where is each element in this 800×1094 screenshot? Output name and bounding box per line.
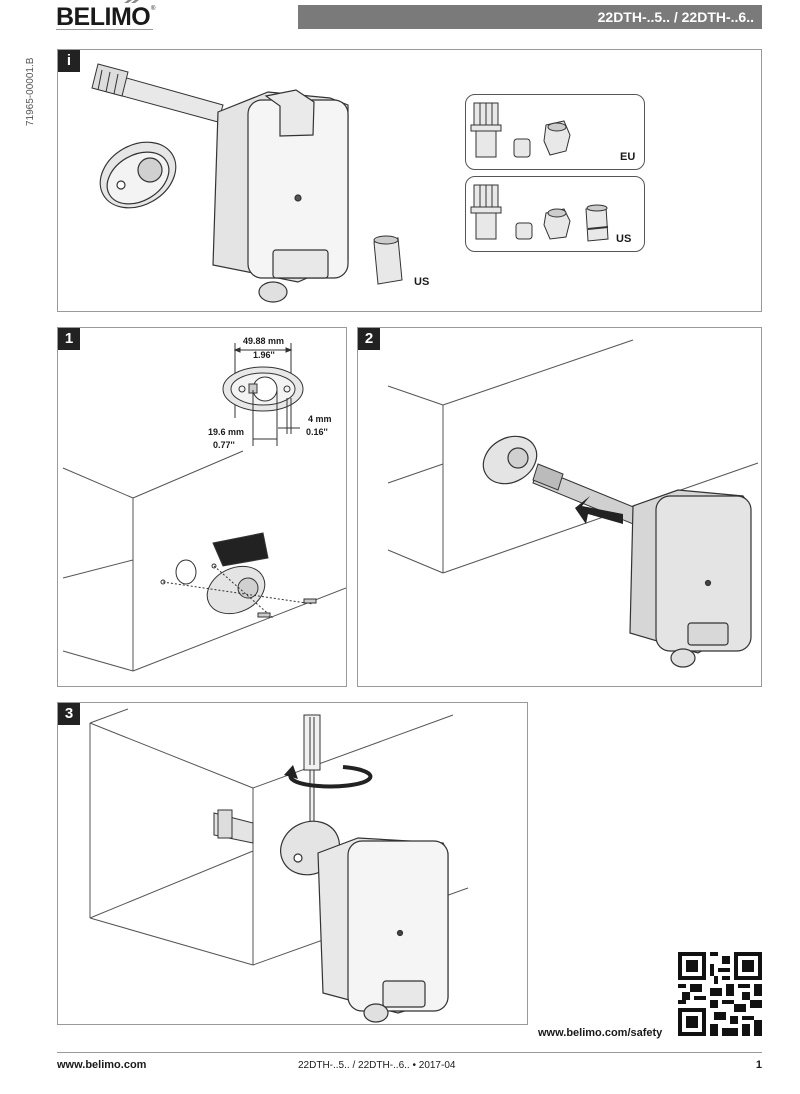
belimo-logo: BELIMO ® [56, 4, 156, 30]
panel-badge-step-3: 3 [58, 703, 80, 725]
sensor-probe-icon [213, 809, 254, 844]
sensor-housing-icon [212, 89, 349, 303]
kit-eu-label: EU [620, 151, 636, 163]
footer-divider [57, 1052, 762, 1053]
dimension-width-in: 1.96'' [253, 350, 275, 360]
dimension-hole-mm: 19.6 mm [208, 427, 245, 437]
logo-swoosh-icon [124, 0, 139, 3]
flange-dimension-drawing-icon [222, 343, 304, 446]
eu-fitting-parts-icon [470, 102, 571, 158]
us-adapter-icon [373, 235, 403, 285]
us-adapter-label: US [414, 276, 430, 288]
flange-with-screws-icon [160, 532, 317, 619]
sensor-housing-icon [629, 489, 752, 668]
header-bar: 22DTH-..5.. / 22DTH-..6.. [298, 5, 762, 29]
panel-badge-step-1: 1 [58, 328, 80, 350]
sensor-overview-illustration [91, 63, 403, 303]
mounting-flange-icon [99, 141, 177, 209]
screwdriver-icon [303, 714, 321, 826]
probe-insertion-illustration [387, 339, 759, 668]
air-duct-icon [62, 450, 346, 672]
panel-step-1: 1 49.88 mm 1.96'' 19.6 mm 0.77'' 4 mm 0.… [57, 327, 347, 687]
us-fitting-parts-icon [470, 184, 609, 242]
sensor-housing-icon [317, 837, 449, 1023]
mounting-flange-icon [482, 435, 538, 485]
footer-document-reference: 22DTH-..5.. / 22DTH-..6.. • 2017-04 [298, 1060, 456, 1071]
qr-code-icon[interactable] [678, 952, 762, 1036]
product-title: 22DTH-..5.. / 22DTH-..6.. [597, 9, 754, 25]
flange-mounting-illustration [62, 343, 346, 672]
dimension-hole-in: 0.77'' [213, 440, 235, 450]
kit-us-label: US [616, 233, 632, 245]
panel-badge-info: i [58, 50, 80, 72]
safety-link[interactable]: www.belimo.com/safety [538, 1027, 663, 1039]
accessory-kit-eu: EU [465, 94, 645, 170]
panel-step-3: 3 [57, 702, 528, 1025]
panel-info: i EU US US [57, 49, 762, 312]
registered-mark: ® [151, 6, 156, 12]
brand-name: BELIMO [56, 3, 151, 31]
rotate-arrow-icon [284, 765, 373, 789]
panel-step-2: 2 [357, 327, 762, 687]
document-code: 71965-00001.B [25, 57, 36, 126]
footer-website-link[interactable]: www.belimo.com [57, 1059, 147, 1071]
insert-arrow-icon [575, 496, 623, 524]
air-duct-icon [387, 339, 759, 574]
sensor-probe-icon [91, 63, 224, 123]
dimension-screw-mm: 4 mm [308, 414, 332, 424]
sensor-probe-icon [532, 463, 649, 529]
flange-tightening-illustration [89, 708, 469, 1023]
logo-underline [56, 29, 153, 30]
page-number: 1 [755, 1059, 762, 1071]
dimension-screw-in: 0.16'' [306, 427, 328, 437]
dimension-width-mm: 49.88 mm [243, 336, 285, 346]
panel-badge-step-2: 2 [358, 328, 380, 350]
accessory-kit-us: US [465, 176, 645, 252]
